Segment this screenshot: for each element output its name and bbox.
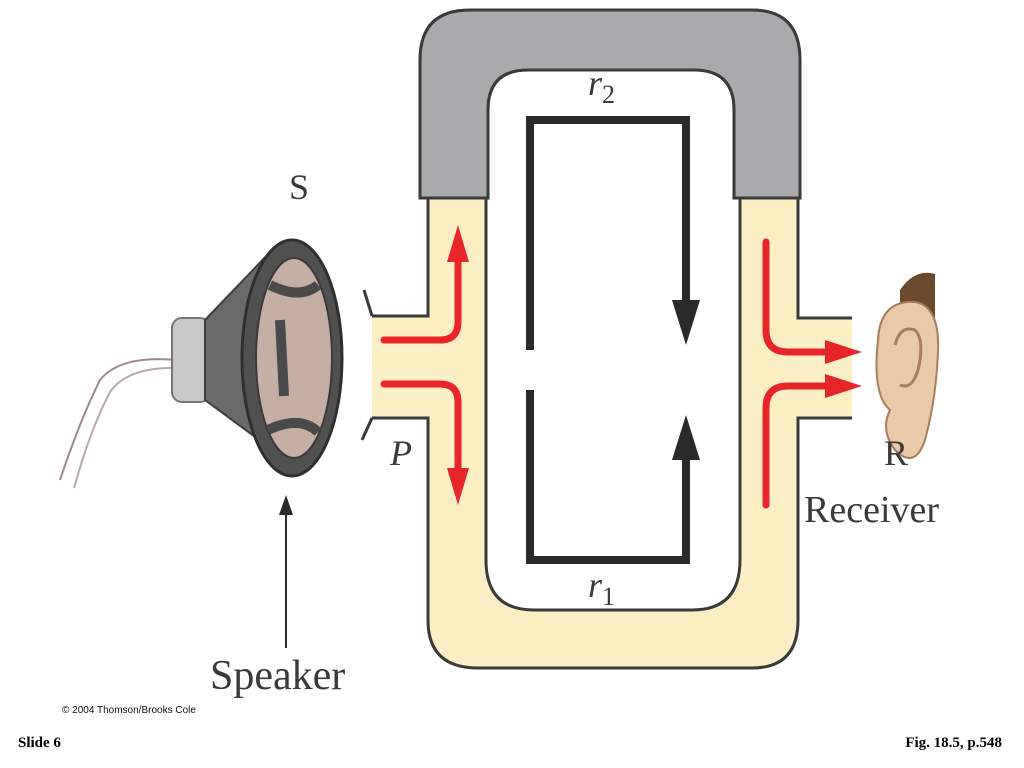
flow-arrowheads bbox=[447, 225, 862, 505]
path-r2-label: r2 bbox=[588, 62, 615, 110]
receiver-label: Receiver bbox=[804, 489, 940, 531]
arrow-inlet-up bbox=[380, 246, 462, 344]
slide-number: Slide 6 bbox=[18, 735, 61, 751]
speaker-wire bbox=[59, 358, 177, 481]
path-r1-subscript: 1 bbox=[602, 582, 616, 612]
receiver-letter: R bbox=[884, 433, 909, 473]
sliding-tube bbox=[418, 8, 802, 200]
ear-icon bbox=[875, 272, 940, 459]
path-r2-arrowhead bbox=[672, 300, 700, 345]
point-label: P bbox=[390, 433, 412, 473]
tube-outline-outer bbox=[372, 198, 852, 670]
arrowhead-right-bottom bbox=[825, 374, 862, 398]
copyright-notice: © 2004 Thomson/Brooks Cole bbox=[62, 705, 196, 716]
speaker-wire-2 bbox=[73, 366, 181, 489]
source-label: S bbox=[289, 167, 310, 207]
arrow-outlet-top bbox=[762, 238, 839, 356]
inlet-flare bbox=[360, 289, 374, 441]
tube-outline-inner bbox=[484, 198, 742, 612]
ear-inner bbox=[893, 327, 923, 388]
path-r2 bbox=[526, 116, 690, 350]
arrowhead-down bbox=[447, 468, 469, 505]
ear-outer bbox=[875, 300, 940, 459]
tube-inlet bbox=[372, 316, 430, 418]
tube-cream-body bbox=[428, 198, 798, 668]
speaker-icon bbox=[59, 238, 344, 489]
path-r1-label: r1 bbox=[588, 564, 615, 612]
speaker-label: Speaker bbox=[210, 653, 346, 699]
path-r1-symbol: r bbox=[588, 565, 603, 605]
path-markers bbox=[526, 116, 700, 564]
speaker-inner bbox=[255, 257, 333, 459]
path-r1-arrowhead bbox=[672, 415, 700, 460]
tube-outlet bbox=[796, 318, 852, 418]
speaker-spokes bbox=[265, 280, 322, 436]
arrowhead-right-top bbox=[825, 340, 862, 364]
figure-reference: Fig. 18.5, p.548 bbox=[905, 735, 1002, 751]
path-r1 bbox=[526, 390, 690, 564]
speaker-pointer bbox=[279, 495, 293, 648]
path-r2-symbol: r bbox=[588, 63, 603, 103]
flow-arrows bbox=[380, 238, 839, 509]
arrowhead-up bbox=[447, 225, 469, 262]
arrow-outlet-bottom bbox=[762, 382, 839, 509]
path-r2-subscript: 2 bbox=[602, 80, 616, 110]
arrow-inlet-down bbox=[380, 380, 462, 482]
